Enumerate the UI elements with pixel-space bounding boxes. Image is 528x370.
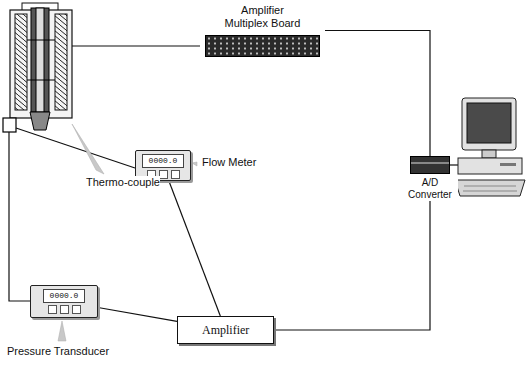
- circuit-board: [205, 35, 320, 57]
- pressure-transducer: 0000.0Pressure Transducer: [30, 285, 98, 318]
- converter-unit: [410, 156, 450, 174]
- node-label: Flow Meter: [202, 156, 256, 168]
- display-reading: 0000.0: [50, 291, 79, 300]
- injector-body: [3, 3, 72, 132]
- amplifier-box: Amplifier: [177, 316, 274, 344]
- pointer: [58, 124, 197, 341]
- ad-converter: A/D Converter: [400, 156, 460, 201]
- meter-buttons: [31, 305, 97, 314]
- node-label: Pressure Transducer: [7, 345, 109, 357]
- part-label: Thermo-couple: [86, 176, 160, 189]
- display-reading: 0000.0: [149, 156, 178, 165]
- signal-wire: [9, 46, 458, 301]
- multiplex-board: Amplifier Multiplex Board: [200, 4, 325, 57]
- signal-wire: [274, 201, 430, 330]
- computer: [455, 98, 525, 196]
- node-label: A/D Converter: [408, 177, 452, 200]
- node-label: Amplifier Multiplex Board: [225, 4, 301, 29]
- node-label: Amplifier: [202, 323, 249, 337]
- signal-wire: [325, 31, 430, 157]
- signal-wire: [169, 181, 220, 316]
- signal-wire: [98, 307, 177, 321]
- meter-housing: 0000.0: [30, 285, 98, 318]
